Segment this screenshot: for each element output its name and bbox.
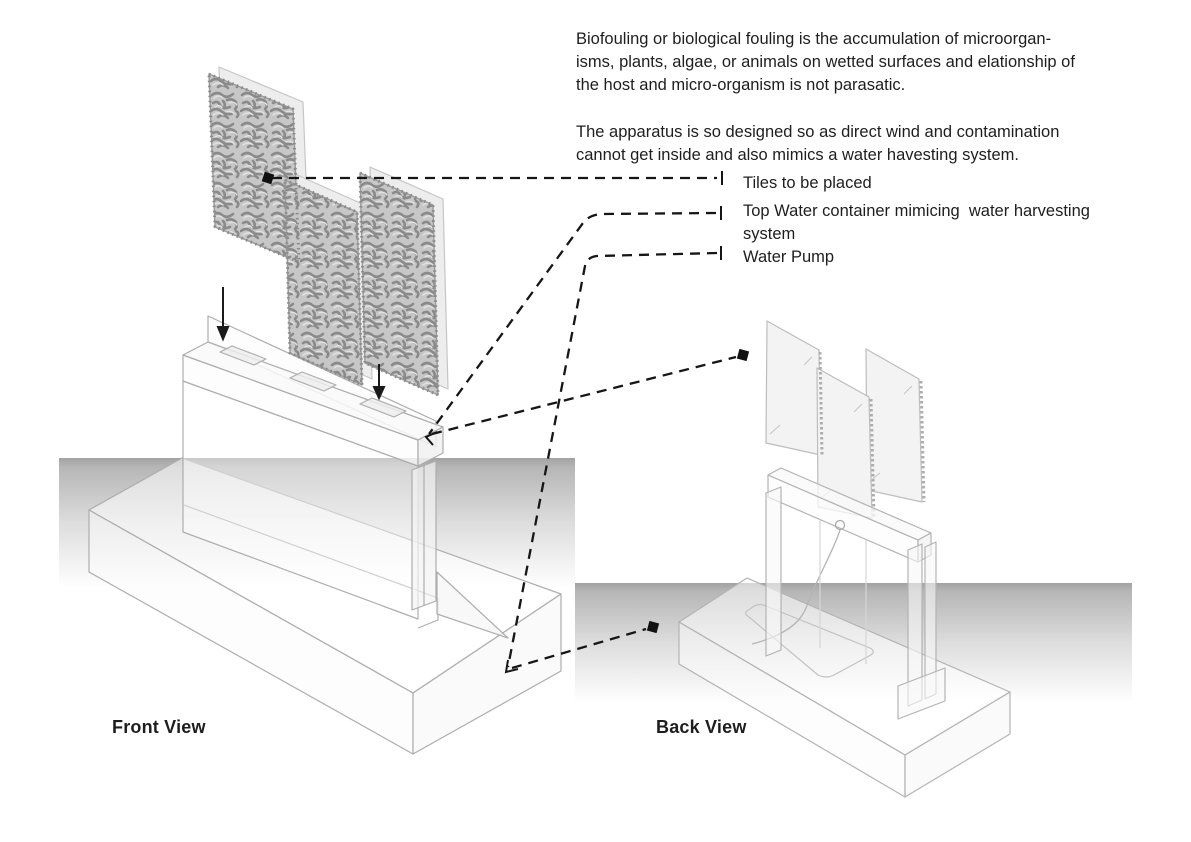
rail-end-face <box>417 426 444 467</box>
description-paragraph-1: Biofouling or biological fouling is the … <box>576 28 1186 97</box>
back-tile-1 <box>765 320 822 456</box>
column-gusset <box>436 571 509 639</box>
front-plinth-line-top <box>183 504 439 599</box>
description-line: cannot get inside and also mimics a wate… <box>576 146 1019 164</box>
back-left-post <box>765 486 782 657</box>
leader-water-pump <box>506 251 718 668</box>
arrowhead-icon <box>424 431 438 446</box>
back-view-caption: Back View <box>656 717 747 737</box>
leader-top-container <box>428 211 717 435</box>
front-view-caption: Front View <box>112 717 206 737</box>
callout-label: Tiles to be placed <box>743 174 872 192</box>
description-block: Biofouling or biological fouling is the … <box>576 28 1186 167</box>
callout-label: system <box>743 225 796 243</box>
front-base-right-face <box>412 593 562 755</box>
rail-slot-3 <box>359 397 407 418</box>
leader-square-markers <box>261 171 750 634</box>
back-base-box <box>678 577 1011 798</box>
leader-front-to-back-tiles <box>431 355 737 436</box>
callout-top-water-container: Top Water container mimicing water harve… <box>743 200 1173 246</box>
back-tiles <box>765 320 926 519</box>
callout-water-pump: Water Pump <box>743 246 834 269</box>
description-paragraph-2: The apparatus is so designed so as direc… <box>576 121 1186 167</box>
front-tiles <box>207 66 449 397</box>
description-line: Biofouling or biological fouling is the … <box>576 30 1052 48</box>
tile-serrated-edges <box>818 351 926 519</box>
front-column <box>411 460 509 639</box>
square-marker-icon <box>261 171 275 185</box>
down-arrow-icon <box>372 364 386 401</box>
front-view-drawing <box>88 315 562 755</box>
arrowhead-icon <box>504 659 519 674</box>
textured-tile-2 <box>284 179 363 386</box>
description-line: the host and micro-organism is not paras… <box>576 76 906 94</box>
front-top-rail <box>182 341 444 467</box>
callout-label: Water Pump <box>743 248 835 266</box>
description-line: isms, plants, algae, or animals on wette… <box>576 53 1075 71</box>
callout-tiles-to-be-placed: Tiles to be placed <box>743 172 872 195</box>
back-base-plate <box>745 603 874 678</box>
leader-arrowheads <box>424 431 519 674</box>
back-base-right-face <box>904 691 1011 798</box>
back-column-foot <box>897 667 946 720</box>
square-marker-icon <box>736 348 750 362</box>
rail-slot-2 <box>289 371 337 392</box>
rail-slot-1 <box>219 345 267 366</box>
back-posts <box>765 486 946 720</box>
back-view-drawing <box>678 320 1011 798</box>
leader-end-ticks <box>720 171 723 260</box>
placement-arrows <box>216 287 386 401</box>
annotation-leaders <box>261 171 750 674</box>
front-base-box <box>88 457 562 755</box>
pump-hole <box>834 519 846 531</box>
tile-fuzzy-edges <box>207 72 440 397</box>
leader-front-to-back-base <box>511 627 647 670</box>
textured-tiles <box>208 73 439 396</box>
down-arrow-icon <box>216 287 230 342</box>
callout-label: Top Water container mimicing water harve… <box>743 202 1090 220</box>
textured-tile-3 <box>359 172 439 396</box>
description-line: The apparatus is so designed so as direc… <box>576 123 1060 141</box>
square-marker-icon <box>646 620 660 634</box>
